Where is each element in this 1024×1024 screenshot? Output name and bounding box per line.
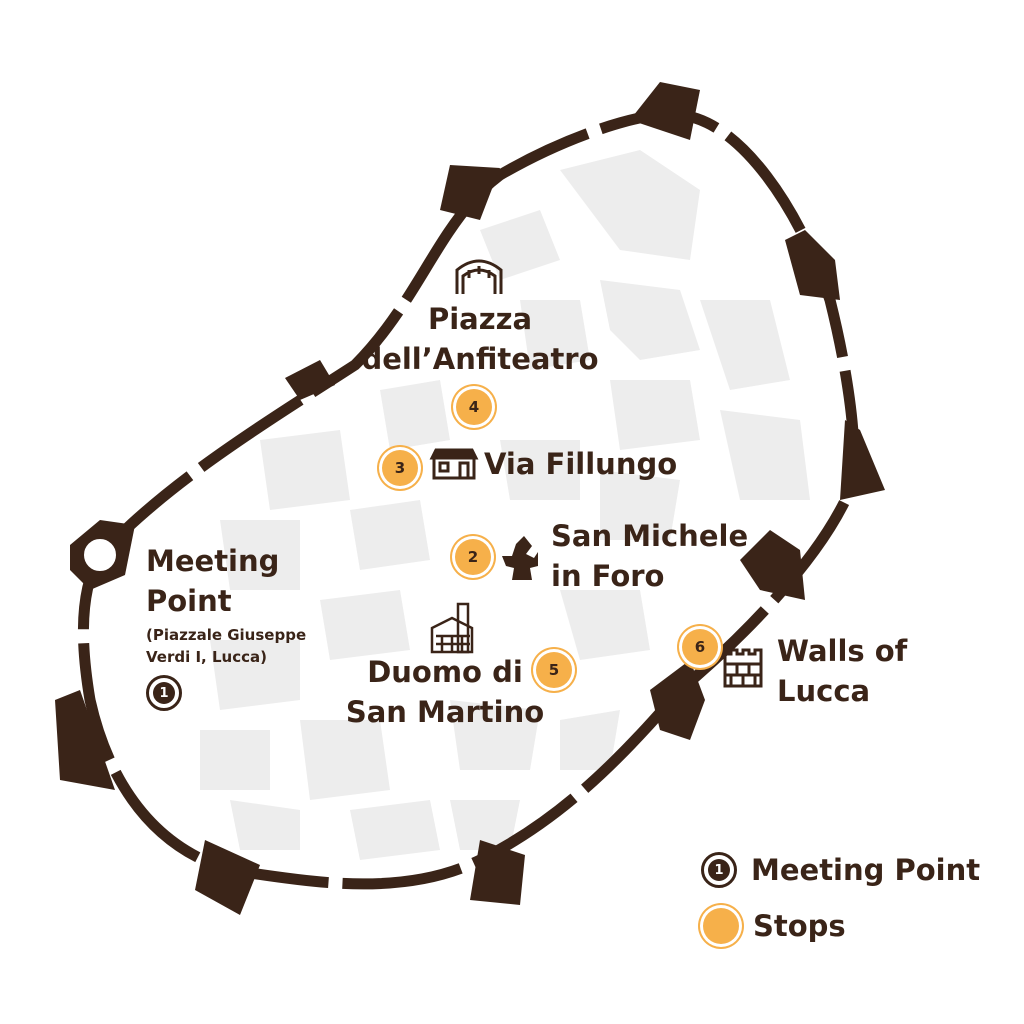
street-blocks <box>200 150 810 860</box>
stop-3-marker[interactable]: 3 <box>382 450 418 486</box>
stop-3-label-line1: Via Fillungo <box>484 447 678 481</box>
legend-meeting-point: 1 Meeting Point <box>701 852 980 888</box>
meeting-point-address-line1: (Piazzale Giuseppe <box>146 626 307 644</box>
stop-6-label-line1: Walls of <box>777 634 908 668</box>
stop-5-label-line1-text: Duomo di <box>367 655 523 689</box>
statue-icon <box>502 536 538 580</box>
meeting-point-title-line1: Meeting <box>146 544 280 578</box>
stop-5-marker[interactable]: 5 <box>536 652 572 688</box>
stop-5-label-line2-text: San Martino <box>345 695 545 729</box>
stop-5-label-line1-shown: Duomo di <box>340 652 550 692</box>
cathedral-icon <box>430 602 474 654</box>
legend-stops: Stops <box>703 908 846 944</box>
round-bastion <box>70 520 135 590</box>
legend-meeting-point-label: Meeting Point <box>751 853 981 887</box>
stop-6-marker[interactable]: 6 <box>682 629 718 665</box>
city-wall <box>77 108 860 890</box>
stop-4-label-line2: dell’Anfiteatro <box>361 342 599 376</box>
stop-2-marker[interactable]: 2 <box>455 539 491 575</box>
stop-2-label-line2: in Foro <box>551 559 665 593</box>
legend-stop-marker <box>703 908 739 944</box>
meeting-point-marker[interactable]: 1 <box>146 675 182 711</box>
shopfront-icon <box>429 448 479 480</box>
meeting-point-title-line2: Point <box>146 584 232 618</box>
meeting-point-address-line2: Verdi I, Lucca) <box>146 648 267 666</box>
stop-6-label-line2: Lucca <box>777 674 871 708</box>
castle-wall-icon <box>723 648 763 688</box>
stop-4-label-line1: Piazza <box>427 302 533 336</box>
legend-stops-label: Stops <box>753 909 846 943</box>
amphitheatre-icon <box>455 259 503 294</box>
stop-2-label-line1: San Michele <box>551 519 749 553</box>
legend-meeting-point-number: 1 <box>708 859 730 881</box>
bastions <box>55 82 885 915</box>
stop-5-label-line2-shown: San Martino <box>320 692 570 732</box>
meeting-point-marker-number: 1 <box>153 682 175 704</box>
legend-meeting-point-marker: 1 <box>701 852 737 888</box>
stop-4-marker[interactable]: 4 <box>456 389 492 425</box>
